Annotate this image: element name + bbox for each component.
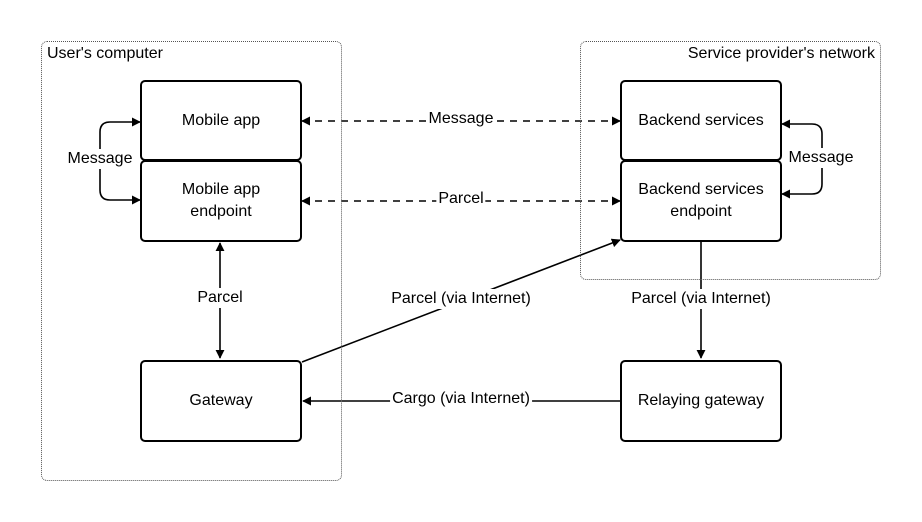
node-backend-services-label: Backend services	[638, 111, 764, 129]
group-service-provider-network-label: Service provider's network	[687, 45, 875, 62]
node-backend-services-endpoint[interactable]: Backend services endpoint	[620, 160, 782, 242]
edge-label-message-left-loop: Message	[65, 149, 135, 169]
node-mobile-app[interactable]: Mobile app	[140, 80, 302, 161]
node-gateway-label: Gateway	[189, 392, 253, 409]
node-mobile-app-endpoint-label: Mobile app endpoint	[181, 181, 261, 220]
node-relaying-gateway-label: Relaying gateway	[637, 392, 765, 409]
edge-label-message-right-loop: Message	[786, 148, 856, 168]
node-backend-services-endpoint-label: Backend services endpoint	[638, 181, 764, 220]
node-backend-services[interactable]: Backend services	[620, 80, 782, 161]
group-users-computer: User's computer	[41, 41, 342, 481]
edge-label-message-app-backend: Message	[426, 109, 496, 129]
edge-label-cargo-relay-gateway: Cargo (via Internet)	[390, 389, 532, 409]
group-users-computer-label: User's computer	[47, 45, 163, 62]
node-mobile-app-endpoint[interactable]: Mobile app endpoint	[140, 160, 302, 242]
node-relaying-gateway[interactable]: Relaying gateway	[620, 360, 782, 442]
group-service-provider-network: Service provider's network	[580, 41, 881, 280]
node-mobile-app-label: Mobile app	[181, 111, 261, 129]
edge-label-parcel-endpoints: Parcel	[436, 189, 486, 209]
node-gateway[interactable]: Gateway	[140, 360, 302, 442]
edge-label-parcel-endpoint-gateway: Parcel	[195, 288, 245, 308]
edge-label-parcel-backend-relay: Parcel (via Internet)	[629, 289, 773, 309]
edge-label-parcel-gateway-backend: Parcel (via Internet)	[389, 289, 533, 309]
